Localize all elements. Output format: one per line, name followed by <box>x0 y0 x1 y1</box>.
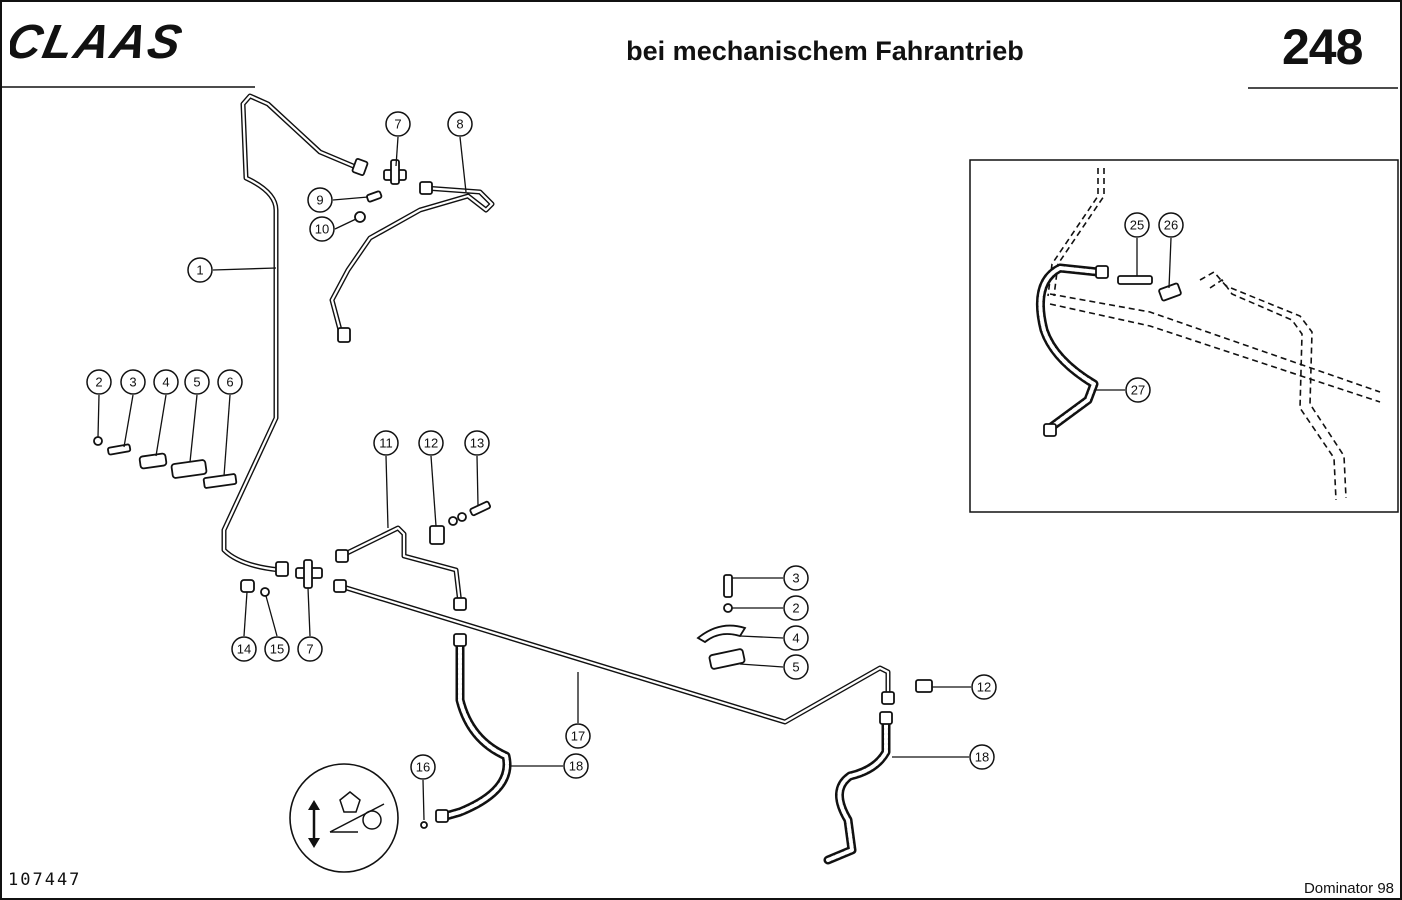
callout: 12 <box>971 674 997 700</box>
pipe-8 <box>329 181 495 343</box>
clamp-parts-left <box>93 436 238 489</box>
callout: 6 <box>217 369 243 395</box>
bolt-25-banjo-26 <box>1117 275 1182 302</box>
callout-label: 4 <box>162 375 169 390</box>
callout-label: 18 <box>569 759 583 774</box>
callout: 3 <box>120 369 146 395</box>
detail-inset-frame-structure <box>1047 168 1381 501</box>
callout: 1 <box>187 257 213 283</box>
callout-label: 12 <box>977 680 991 695</box>
callout-label: 8 <box>456 117 463 132</box>
machine-model: Dominator 98 <box>1303 880 1394 897</box>
callout-label: 27 <box>1131 383 1145 398</box>
callout: 18 <box>563 753 589 779</box>
callout-label: 14 <box>237 642 251 657</box>
callout-label: 9 <box>316 193 323 208</box>
callout-label: 12 <box>424 436 438 451</box>
callout: 8 <box>447 111 473 137</box>
callout-label: 7 <box>394 117 401 132</box>
hose-18-right <box>823 711 893 865</box>
callout-label: 25 <box>1130 218 1144 233</box>
callout-label: 5 <box>193 375 200 390</box>
callout-label: 10 <box>315 222 329 237</box>
callout: 2 <box>86 369 112 395</box>
clip-12-right <box>915 679 933 693</box>
callout: 7 <box>385 111 411 137</box>
callout-label: 3 <box>792 571 799 586</box>
callout: 7 <box>297 636 323 662</box>
callout: 15 <box>264 636 290 662</box>
detail-inset-frame <box>969 159 1399 513</box>
tee-fitting-upper <box>354 159 407 223</box>
document-number: 107447 <box>8 870 82 890</box>
callout-label: 17 <box>571 729 585 744</box>
callout-label: 13 <box>470 436 484 451</box>
callout-label: 6 <box>226 375 233 390</box>
callout-label: 3 <box>129 375 136 390</box>
callout: 12 <box>418 430 444 456</box>
callout-label: 2 <box>792 601 799 616</box>
callout-label: 18 <box>975 750 989 765</box>
callout: 14 <box>231 636 257 662</box>
callout: 4 <box>783 625 809 651</box>
callout-label: 15 <box>270 642 284 657</box>
callout: 25 <box>1124 212 1150 238</box>
callout-label: 2 <box>95 375 102 390</box>
page-title: bei mechanischem Fahrantrieb <box>626 36 1024 66</box>
callout-label: 26 <box>1164 218 1178 233</box>
callout: 5 <box>184 369 210 395</box>
callout: 3 <box>783 565 809 591</box>
callout: 27 <box>1125 377 1151 403</box>
pipe-17 <box>333 579 895 725</box>
callout: 18 <box>969 744 995 770</box>
hose-27 <box>1035 263 1109 437</box>
callout: 2 <box>783 595 809 621</box>
callout-label: 16 <box>416 760 430 775</box>
page-number: 248 <box>1282 19 1363 75</box>
callout-label: 11 <box>379 436 393 451</box>
o-ring-16 <box>420 821 428 829</box>
mechanical-drive-symbol <box>289 763 399 873</box>
callout-label: 7 <box>306 642 313 657</box>
brand-name: CLAAS <box>10 20 188 64</box>
clip-and-bolt-12-13 <box>429 500 491 545</box>
callout: 5 <box>783 654 809 680</box>
callout: 9 <box>307 187 333 213</box>
callout: 4 <box>153 369 179 395</box>
clamp-parts-right <box>696 574 747 670</box>
claas-logo: CLAAS <box>2 15 235 69</box>
callout: 16 <box>410 754 436 780</box>
callout: 11 <box>373 430 399 456</box>
callout: 26 <box>1158 212 1184 238</box>
callout-label: 4 <box>792 631 799 646</box>
callout-label: 5 <box>792 660 799 675</box>
callout-label: 1 <box>196 263 203 278</box>
pipe-11 <box>335 525 467 611</box>
callout: 10 <box>309 216 335 242</box>
hose-18-left <box>435 633 512 823</box>
callout: 13 <box>464 430 490 456</box>
leader-lines <box>97 136 1172 821</box>
callout: 17 <box>565 723 591 749</box>
pipe-1 <box>221 93 369 577</box>
